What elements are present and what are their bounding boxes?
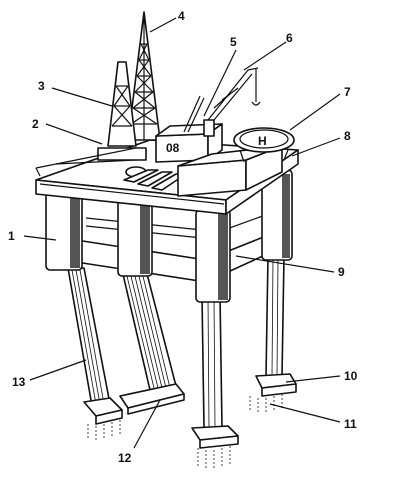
footing-front-right xyxy=(191,425,239,470)
callout-10: 10 xyxy=(344,369,358,383)
secondary-tower xyxy=(107,61,137,147)
helipad: H xyxy=(233,127,295,163)
callout-5: 5 xyxy=(230,35,237,49)
callout-11: 11 xyxy=(344,417,357,431)
callout-1: 1 xyxy=(8,229,15,243)
deck-equipment: 08 H xyxy=(35,67,295,197)
callout-7: 7 xyxy=(344,85,351,99)
callout-9: 9 xyxy=(338,265,345,279)
footing-left xyxy=(83,397,123,442)
callout-13: 13 xyxy=(12,375,26,389)
column-front-right xyxy=(195,209,231,303)
leg-back-right xyxy=(265,255,285,377)
helipad-mark: H xyxy=(258,134,267,148)
callout-3: 3 xyxy=(38,79,45,93)
leader-lines xyxy=(23,17,341,449)
callout-8: 8 xyxy=(344,129,351,143)
callout-2: 2 xyxy=(32,117,39,131)
leg-front-right xyxy=(201,295,223,429)
callout-6: 6 xyxy=(286,31,293,45)
callout-12: 12 xyxy=(118,451,132,465)
callout-4: 4 xyxy=(178,9,185,23)
footings xyxy=(83,373,297,470)
derrick xyxy=(127,11,161,141)
leg-12 xyxy=(121,269,177,391)
footing-12 xyxy=(119,383,185,415)
column-center xyxy=(117,195,153,277)
module-mark: 08 xyxy=(166,141,180,155)
footing-10 xyxy=(249,373,297,414)
leg-13 xyxy=(67,267,111,407)
crane xyxy=(183,67,261,137)
callouts: 1 2 3 4 5 6 7 8 9 10 11 12 13 xyxy=(8,9,358,465)
